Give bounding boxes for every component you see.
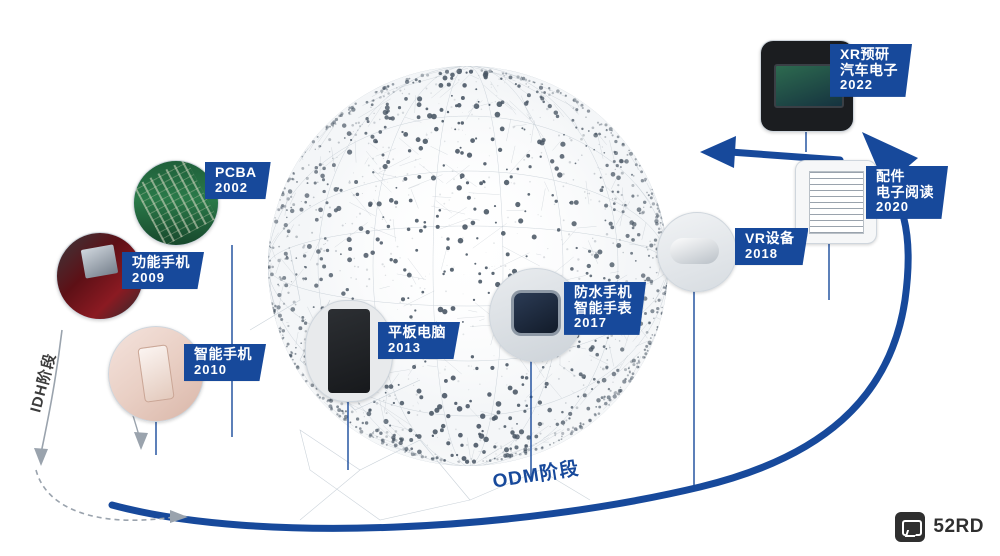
milestone-label-tablet[interactable]: 平板电脑 2013 <box>378 322 460 360</box>
milestone-label-smartwatch[interactable]: 防水手机 智能手表 2017 <box>564 282 646 335</box>
milestone-title-e-reader-line2: 电子阅读 <box>876 183 934 200</box>
milestone-year-pcba: 2002 <box>215 179 248 195</box>
odm-arc-arrow <box>108 132 918 532</box>
milestone-year-feature-phone: 2009 <box>132 269 165 285</box>
milestone-label-feature-phone[interactable]: 功能手机 2009 <box>122 252 204 290</box>
milestone-label-xr[interactable]: XR预研 汽车电子 2022 <box>830 44 912 97</box>
milestone-title-feature-phone: 功能手机 <box>132 254 190 270</box>
milestone-label-vr[interactable]: VR设备 2018 <box>735 228 809 266</box>
milestone-title-pcba: PCBA <box>215 164 257 180</box>
milestone-label-e-reader[interactable]: 配件 电子阅读 2020 <box>866 166 948 219</box>
milestone-title-smartwatch-line2: 智能手表 <box>574 299 632 316</box>
milestone-year-xr: 2022 <box>840 77 873 93</box>
milestone-title-tablet: 平板电脑 <box>388 324 446 340</box>
milestone-title-smartwatch-line1: 防水手机 <box>574 284 632 300</box>
milestone-label-smartphone[interactable]: 智能手机 2010 <box>184 344 266 382</box>
milestone-photo-pcba <box>133 160 219 246</box>
wechat-logo-icon <box>895 512 926 542</box>
milestone-title-xr-line1: XR预研 <box>840 46 890 62</box>
milestone-year-vr: 2018 <box>745 245 778 261</box>
milestone-year-e-reader: 2020 <box>876 199 909 215</box>
milestone-title-vr: VR设备 <box>745 230 795 246</box>
milestone-photo-e-reader <box>795 160 877 244</box>
watermark: 52RD <box>895 512 984 542</box>
milestone-title-e-reader-line1: 配件 <box>876 168 905 184</box>
milestone-label-pcba[interactable]: PCBA 2002 <box>205 162 271 200</box>
milestone-photo-vr-headset <box>657 212 737 292</box>
milestone-year-tablet: 2013 <box>388 339 421 355</box>
milestone-title-xr-line2: 汽车电子 <box>840 61 898 78</box>
watermark-text: 52RD <box>933 516 984 537</box>
ereader-to-xr-arrow <box>700 136 844 168</box>
milestone-year-smartwatch: 2017 <box>574 315 607 331</box>
milestone-title-smartphone: 智能手机 <box>194 346 252 362</box>
milestone-year-smartphone: 2010 <box>194 361 227 377</box>
